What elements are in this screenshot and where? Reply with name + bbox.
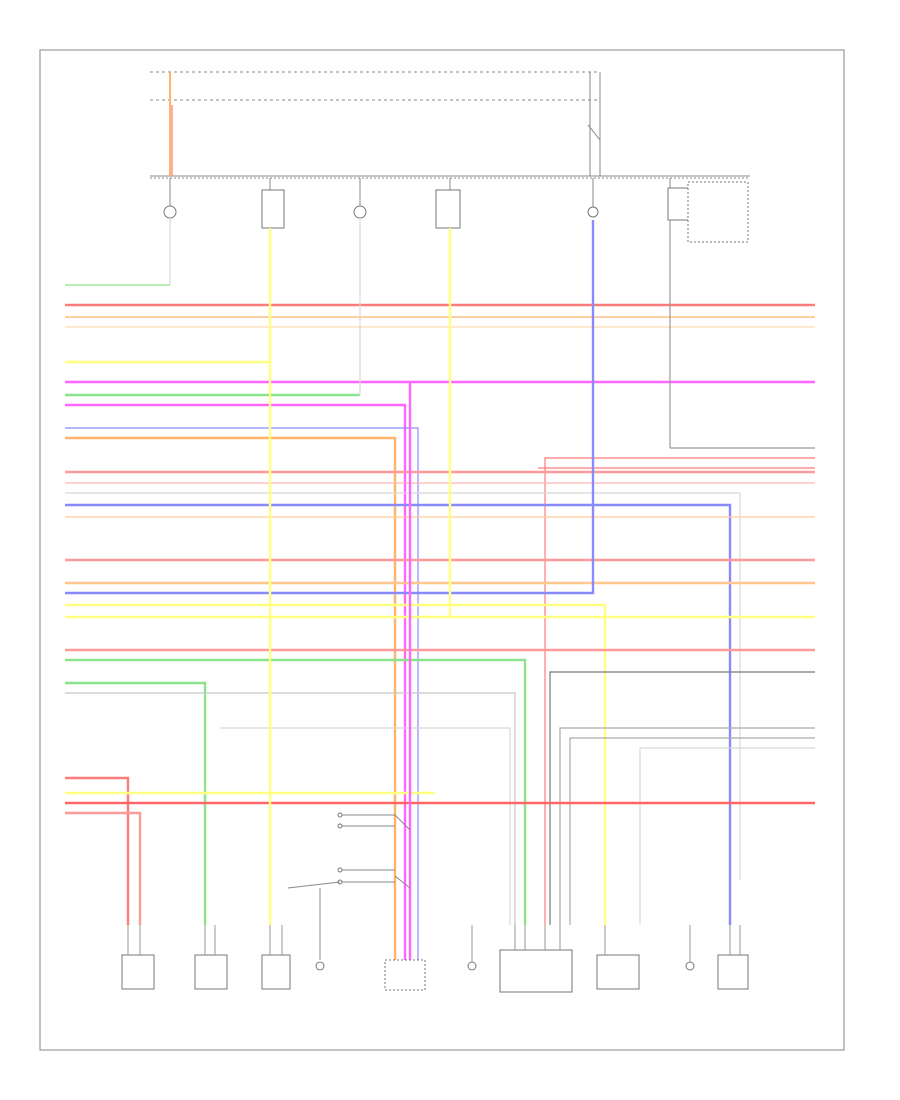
component-c10 bbox=[717, 954, 749, 990]
diagram-frame bbox=[39, 49, 845, 1051]
component-c8 bbox=[596, 954, 640, 990]
header-components bbox=[163, 178, 749, 243]
component-c5 bbox=[384, 959, 426, 991]
component-c3 bbox=[261, 954, 291, 990]
component-c1 bbox=[121, 954, 155, 990]
component-c7 bbox=[499, 949, 573, 993]
bottom-components bbox=[121, 925, 749, 993]
harness-wires bbox=[65, 218, 815, 975]
component-c4 bbox=[315, 961, 325, 971]
component-c9 bbox=[685, 961, 695, 971]
top-power-rails bbox=[150, 71, 750, 179]
component-c2 bbox=[194, 954, 228, 990]
component-c6 bbox=[467, 961, 477, 971]
relay-switches bbox=[287, 812, 411, 960]
